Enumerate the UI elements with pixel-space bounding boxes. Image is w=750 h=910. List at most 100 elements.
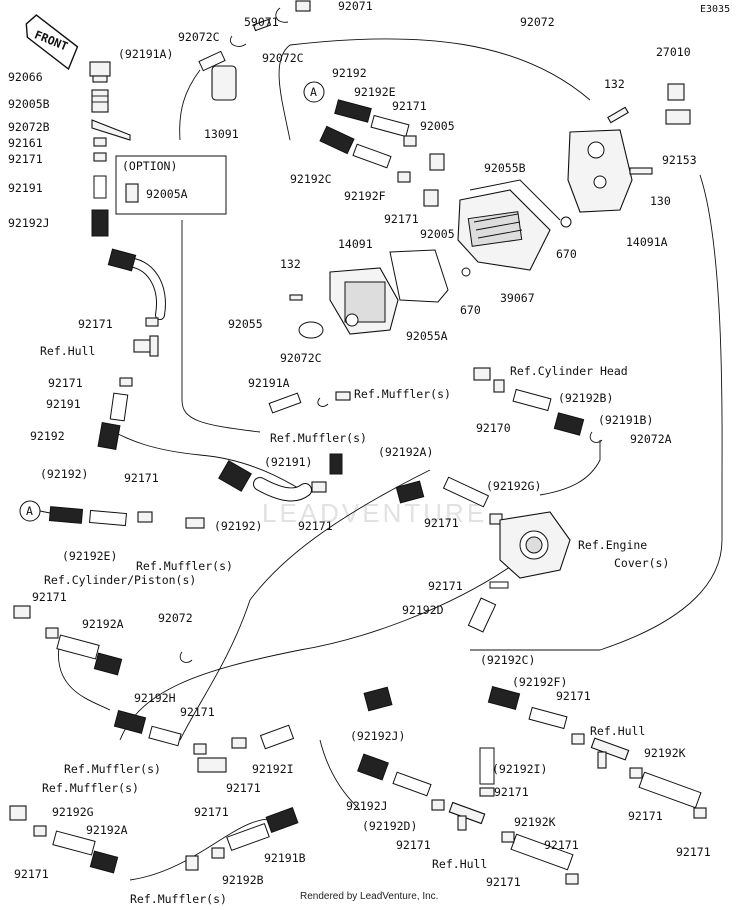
label-92171: 92171 — [8, 152, 43, 166]
cover-plate-14091a — [567, 129, 633, 213]
cover-plate-14091 — [329, 267, 399, 335]
label-92192k: 92192K — [644, 746, 686, 760]
label-92055a: 92055A — [406, 329, 448, 343]
marker-a-left: A — [19, 500, 41, 522]
label-92191a: 92191A — [248, 376, 290, 390]
hose-92191-left — [109, 392, 129, 422]
label-92072c: 92072C — [280, 351, 322, 365]
washer-92161 — [93, 137, 107, 147]
marker-a-top: A — [303, 81, 325, 103]
clamp-92171-j — [431, 799, 445, 811]
clamp-92171-i — [479, 787, 495, 797]
label-92191: 92191 — [46, 397, 81, 411]
label-92192k: 92192K — [514, 815, 556, 829]
hose-92192h — [148, 725, 182, 747]
fitting-ref-cylinder — [13, 605, 31, 619]
hose-92192f-lower — [528, 706, 568, 730]
label-92192: (92192) — [214, 519, 262, 533]
label-92066: 92066 — [8, 70, 43, 84]
label-92192j: 92192J — [346, 799, 388, 813]
clamp-92171-a — [137, 511, 153, 523]
engine-cover — [499, 511, 571, 579]
spring-92192c-top — [319, 125, 355, 155]
clamp-92171-f — [571, 733, 585, 745]
hose-92191-short — [93, 175, 107, 199]
spring-92192h — [113, 710, 147, 734]
clamp-92171-k — [629, 767, 643, 779]
label-92171: 92171 — [556, 689, 591, 703]
fitting-tee-ref-muffler — [197, 757, 227, 773]
label-14091a: 14091A — [626, 235, 668, 249]
label-92171: 92171 — [392, 99, 427, 113]
label-130: 130 — [650, 194, 671, 208]
bolt-130 — [629, 167, 653, 175]
label-92171: 92171 — [424, 516, 459, 530]
label-92072b: 92072B — [8, 120, 50, 134]
hose-92191a-top — [198, 50, 226, 72]
label-92171: 92171 — [396, 838, 431, 852]
diagram-code: E3035 — [700, 4, 730, 15]
spring-small-center — [329, 453, 343, 475]
clamp-92171-cyl — [45, 627, 59, 639]
spring-left-upper — [107, 248, 137, 272]
label-92192g: 92192G — [52, 805, 94, 819]
clamp-92171-lower-mid — [397, 171, 411, 183]
fitting-ref-muffler-bottom — [9, 805, 27, 821]
hose-92191a-mid — [268, 392, 302, 414]
fitting-ref-hull-bottom — [448, 801, 486, 831]
clamp-92171-d — [489, 581, 509, 589]
fitting-92005a — [125, 183, 139, 203]
clamp-92171-k4 — [501, 831, 515, 843]
label-92192i: (92192I) — [492, 762, 547, 776]
spring-92192-left — [97, 422, 121, 450]
label-92192e: (92192E) — [62, 549, 117, 563]
label-ref-hull: Ref.Hull — [590, 724, 645, 738]
label-92192h: 92192H — [134, 691, 176, 705]
label-92055: 92055 — [228, 317, 263, 331]
hose-92192b — [512, 388, 552, 412]
footer-credit: Rendered by LeadVenture, Inc. — [300, 891, 438, 902]
label-92192j: 92192J — [8, 216, 50, 230]
label-39067: 39067 — [500, 291, 535, 305]
label-ref-hull: Ref.Hull — [432, 857, 487, 871]
bracket-line-top — [289, 38, 591, 101]
label-92171: 92171 — [124, 471, 159, 485]
routing-line-92191a — [181, 220, 261, 433]
label-59071: 59071 — [244, 15, 279, 29]
hose-92192e — [89, 509, 127, 527]
label-92005a: 92005A — [146, 187, 188, 201]
spring-92192a-lower — [93, 652, 123, 676]
spring-92192-top — [334, 99, 372, 123]
label-ref-muffler: Ref.Muffler(s) — [270, 431, 367, 445]
label-92171: 92171 — [494, 785, 529, 799]
routing-line-diag — [119, 559, 521, 741]
label-92192g: (92192G) — [486, 479, 541, 493]
label-ref-muffler: Ref.Muffler(s) — [64, 762, 161, 776]
label-92072c: 92072C — [262, 51, 304, 65]
pin-59071 — [252, 18, 272, 32]
cover-13091 — [211, 65, 237, 101]
label-92153: 92153 — [662, 153, 697, 167]
label-92192a: (92192A) — [378, 445, 433, 459]
fitting-ref-hull-left — [133, 335, 159, 357]
clamp-92171-top — [93, 152, 107, 162]
spring-92192j-lower — [357, 753, 389, 781]
label-13091: 13091 — [204, 127, 239, 141]
label-92171: 92171 — [628, 809, 663, 823]
fitting-ref-muffler-a — [185, 517, 205, 529]
routing-line-lower — [179, 599, 251, 741]
label-132: 132 — [604, 77, 625, 91]
clip-92072c-top — [275, 7, 289, 23]
svg-text:A: A — [310, 85, 317, 99]
label-92171: 92171 — [428, 579, 463, 593]
label-ref-muffler: Ref.Muffler(s) — [130, 892, 227, 905]
clip-92072a — [589, 431, 603, 443]
hose-92192d-lower — [392, 771, 432, 797]
spring-92192-mid — [218, 460, 252, 492]
routing-line-mid — [249, 469, 431, 601]
bolt-132-top — [607, 106, 629, 124]
label-92192f: 92192F — [344, 189, 386, 203]
oring-670-lower — [461, 267, 471, 277]
label-92192a: 92192A — [86, 823, 128, 837]
label-ref-muffler: Ref.Muffler(s) — [136, 559, 233, 573]
